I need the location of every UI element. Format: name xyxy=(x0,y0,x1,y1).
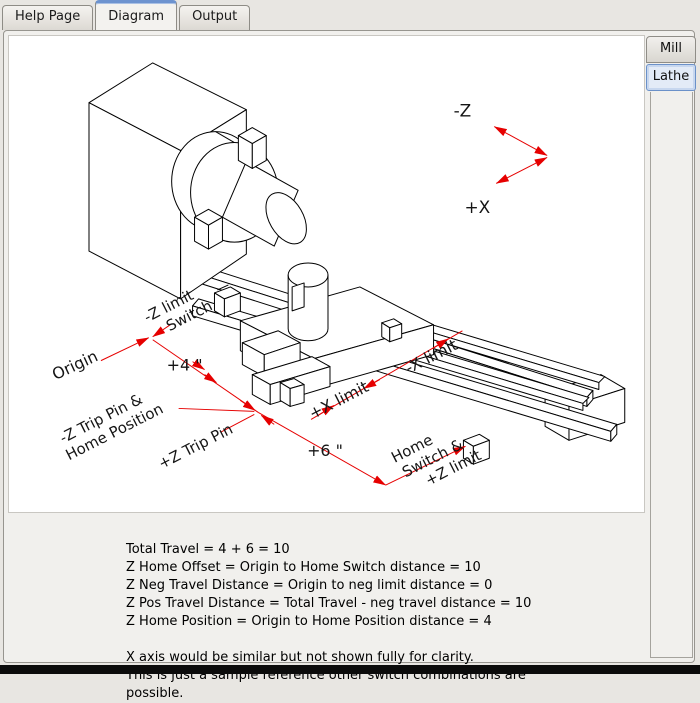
right-side-panel xyxy=(650,92,693,658)
cross-slide-ways xyxy=(383,316,606,411)
axis-label-neg-z: -Z xyxy=(454,101,472,121)
cross-slide-bracket xyxy=(241,330,331,407)
notes-block: Total Travel = 4 + 6 = 10 Z Home Offset … xyxy=(126,541,586,703)
tab-diagram[interactable]: Diagram xyxy=(95,0,178,30)
chuck-and-spindle xyxy=(171,127,307,250)
side-tab-mill[interactable]: Mill xyxy=(646,36,696,63)
label-origin-text: Origin xyxy=(49,346,101,384)
axis-indicator: -Z +X xyxy=(454,101,548,217)
home-switch xyxy=(462,433,490,465)
label-neg-z-trip-home: -Z Trip Pin & Home Position xyxy=(57,390,167,464)
neg-x-trip-pin xyxy=(381,318,403,343)
label-origin: Origin xyxy=(49,346,101,384)
label-pos-z-trip-pin: +Z Trip Pin xyxy=(155,420,235,473)
label-home-switch: Home Switch & +Z limit xyxy=(388,431,484,490)
side-tab-lathe[interactable]: Lathe xyxy=(646,64,696,91)
label-dim-4: +4 " xyxy=(167,356,203,375)
neg-z-trip-pin xyxy=(279,378,305,407)
notes-paragraph-gap xyxy=(126,631,586,649)
note-line: Z Neg Travel Distance = Origin to neg li… xyxy=(126,578,493,593)
note-line: Z Pos Travel Distance = Total Travel - n… xyxy=(126,596,532,611)
bottom-window-strip xyxy=(0,665,700,674)
top-tab-bar: Help Page Diagram Output xyxy=(2,0,252,30)
label-dim-6: +6 " xyxy=(307,441,343,460)
note-line: Z Home Position = Origin to Home Positio… xyxy=(126,614,492,629)
note-line: possible. xyxy=(126,686,184,701)
note-line: Total Travel = 4 + 6 = 10 xyxy=(126,542,290,557)
note-line: X axis would be similar but not shown fu… xyxy=(126,650,474,665)
label-pos-z-trip-text: +Z Trip Pin xyxy=(155,420,235,473)
neg-z-limit-switch xyxy=(213,284,241,318)
diagram-page-frame: -Z +X -Z limit Switch Origin +4 " -Z Tri… xyxy=(3,30,695,701)
chuck-jaw-top xyxy=(237,127,267,169)
dimension-lines xyxy=(100,323,466,486)
chuck-jaw-bottom xyxy=(194,208,223,250)
axis-label-pos-x: +X xyxy=(464,197,490,217)
diagram-canvas: -Z +X -Z limit Switch Origin +4 " -Z Tri… xyxy=(8,35,645,513)
tab-help-page[interactable]: Help Page xyxy=(2,5,94,30)
tab-output[interactable]: Output xyxy=(179,5,251,30)
note-line: Z Home Offset = Origin to Home Switch di… xyxy=(126,560,481,575)
lathe-diagram: -Z +X -Z limit Switch Origin +4 " -Z Tri… xyxy=(49,62,626,490)
